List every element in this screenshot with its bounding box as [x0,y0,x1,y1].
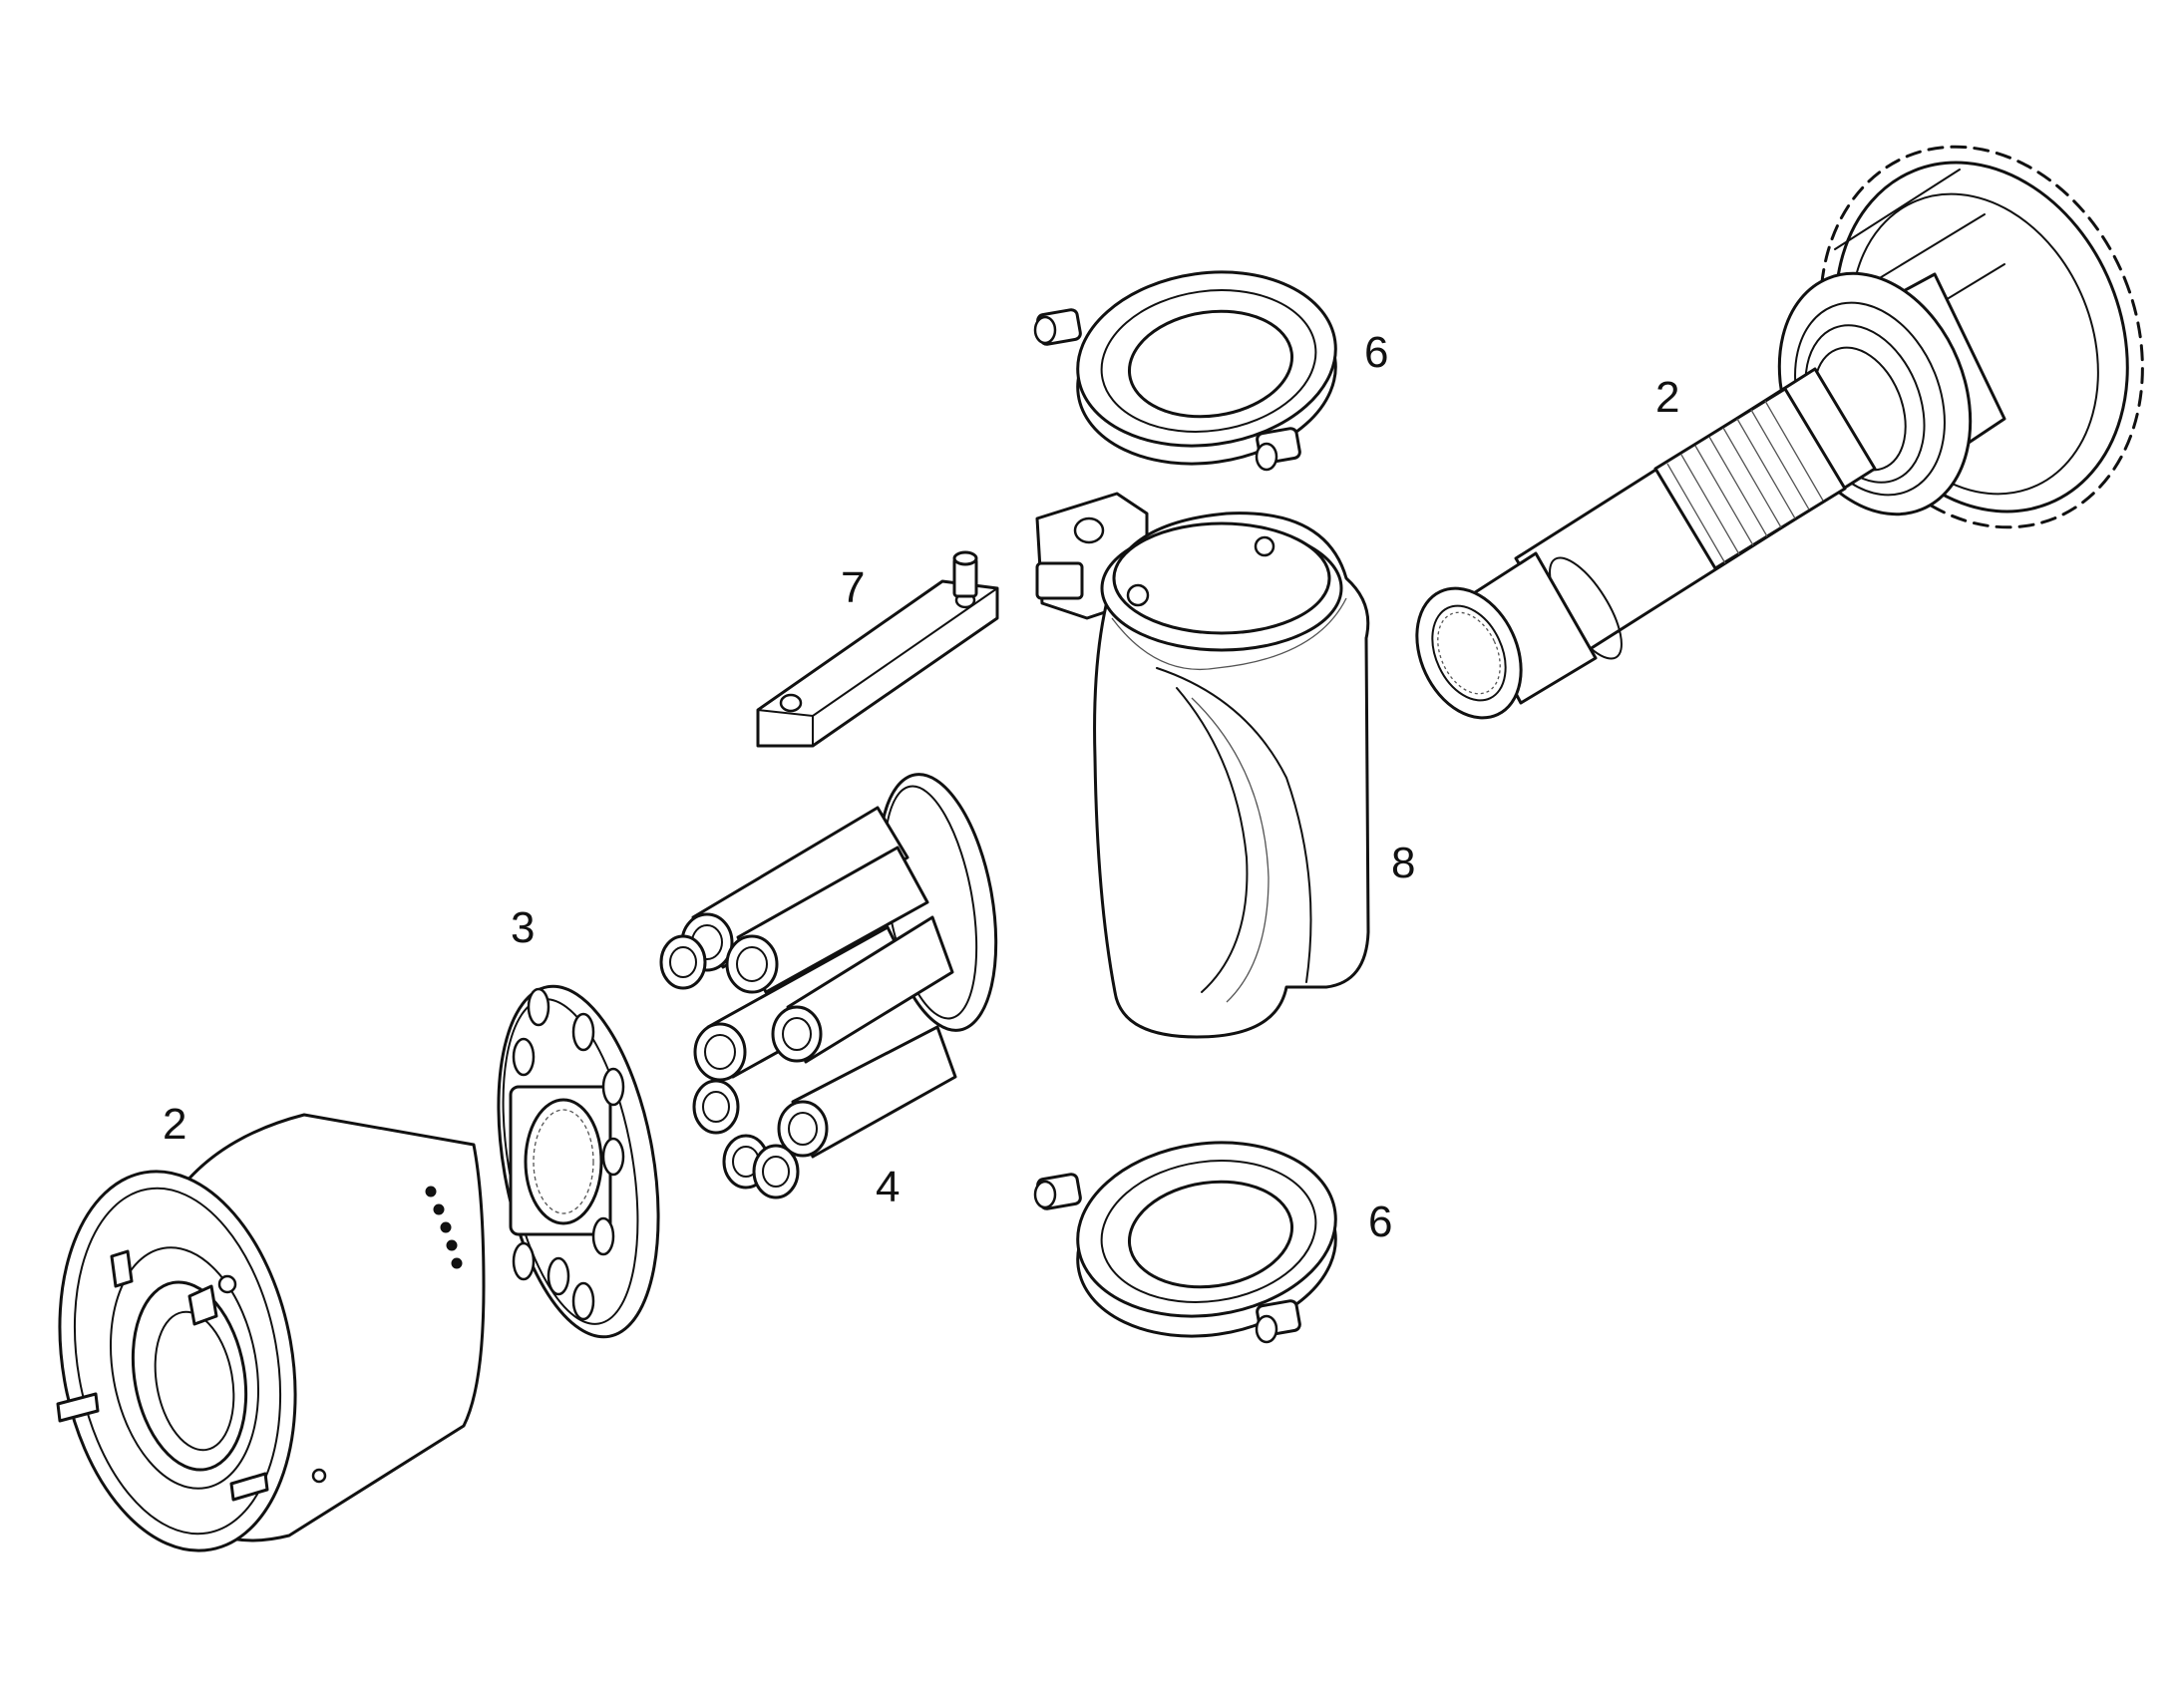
shaft-end-sleeve [1415,551,1598,720]
valve-plate: 3 [497,903,660,1339]
cylinder-block-dots [425,1186,463,1269]
yoke-housing: 8 [1035,492,1415,1039]
yoke-top-cap [1100,521,1343,652]
bearing-bottom-screw-right [1255,1299,1301,1344]
callout-cylinder-block: 2 [163,1100,186,1149]
bearing-bottom-screw-left [1033,1173,1082,1210]
callout-yoke: 8 [1391,839,1415,887]
cylinder-block: 2 [56,1100,486,1552]
bearing-bottom: 6 [1033,1141,1392,1344]
cylinder-block-pins [56,1249,269,1502]
bearing-top-screw-left [1033,308,1082,346]
piston-assembly: 4 [659,773,998,1211]
callout-drive-shaft: 2 [1655,373,1679,422]
bearing-top-screw-right [1255,427,1301,472]
valve-plate-ports [512,987,625,1321]
control-lever: 7 [756,550,999,748]
callout-bearing-bottom: 6 [1368,1197,1392,1246]
drive-shaft-assembly: 2 [1415,145,2144,720]
pistons [659,806,957,1199]
bearing-top: 6 [1033,270,1388,472]
callout-bearing-top: 6 [1364,328,1388,377]
shaft-hub [1777,271,2006,516]
callout-pistons: 4 [876,1163,900,1211]
callout-lever: 7 [841,563,865,612]
lever-pin [952,550,978,598]
callout-valve-plate: 3 [511,903,535,952]
